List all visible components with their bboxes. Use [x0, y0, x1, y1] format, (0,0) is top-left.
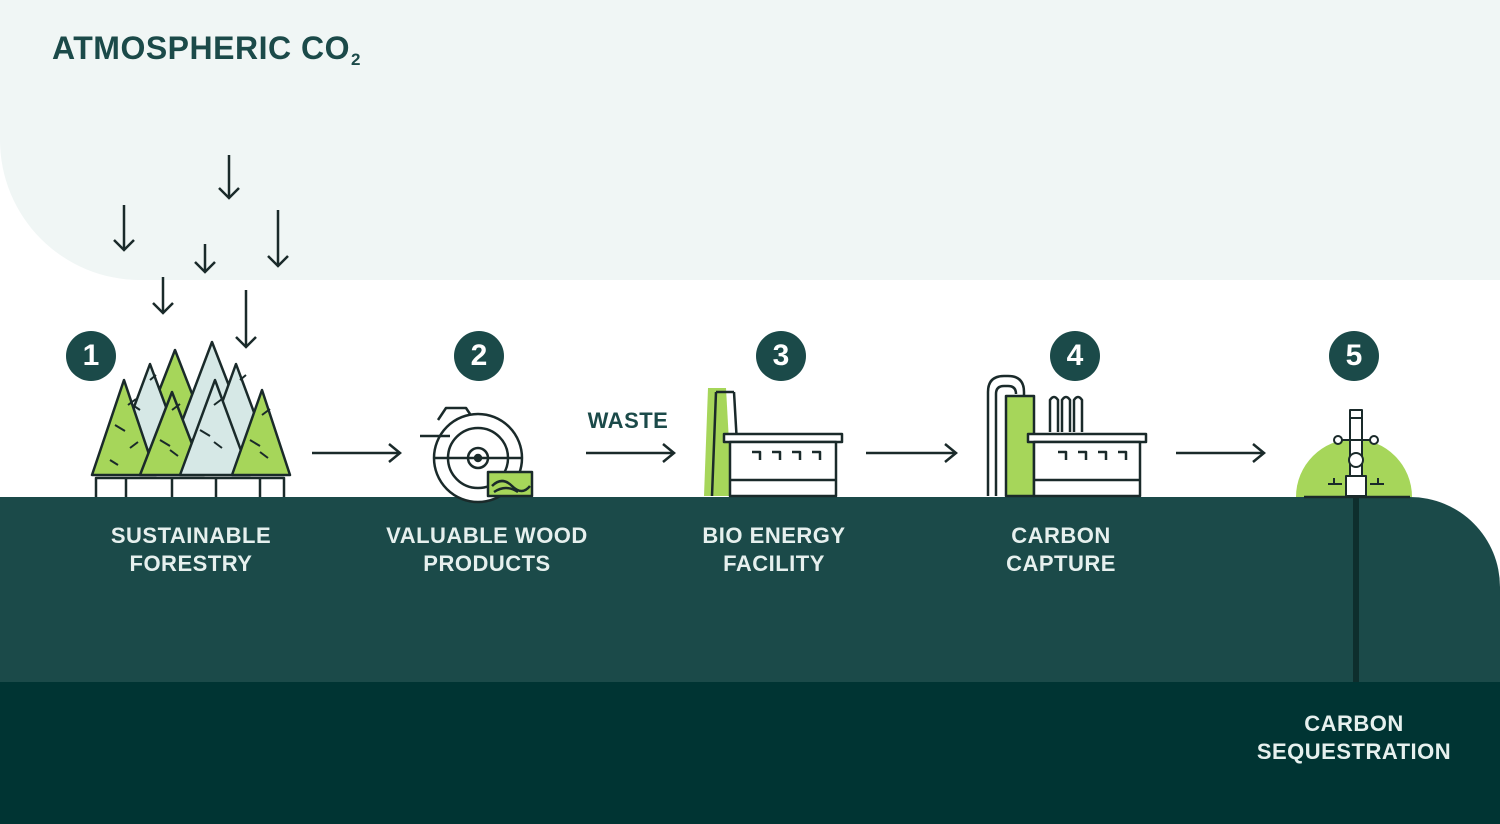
circular-saw-icon	[420, 406, 534, 504]
step-label-1-line-2: FORESTRY	[129, 551, 253, 576]
co2-arrow-icon	[194, 244, 216, 274]
step-badge-5: 5	[1329, 331, 1379, 381]
diagram-title: ATMOSPHERIC CO2	[52, 30, 361, 69]
co2-arrows	[113, 155, 289, 349]
ground-band	[0, 497, 1500, 682]
waste-label: WASTE	[587, 408, 669, 433]
step-label-2-line-2: PRODUCTS	[423, 551, 551, 576]
step-label-3: BIO ENERGY FACILITY	[624, 522, 924, 578]
step-label-5-line-2: SEQUESTRATION	[1256, 739, 1452, 764]
step-badge-1: 1	[66, 331, 116, 381]
co2-arrow-icon	[235, 290, 257, 349]
step-label-1: SUSTAINABLE FORESTRY	[41, 522, 341, 578]
step-badge-4: 4	[1050, 331, 1100, 381]
step-badge-2: 2	[454, 331, 504, 381]
forest-icon	[90, 340, 292, 497]
co2-arrow-icon	[152, 277, 174, 315]
step-label-3-line-1: BIO ENERGY	[702, 523, 846, 548]
step-label-4: CARBON CAPTURE	[911, 522, 1211, 578]
step-label-5: CARBON SEQUESTRATION	[1204, 710, 1500, 766]
step-label-5-line-1: CARBON	[1304, 711, 1404, 736]
step-label-4-line-2: CAPTURE	[1006, 551, 1116, 576]
step-label-2: VALUABLE WOOD PRODUCTS	[337, 522, 637, 578]
atmosphere-background	[0, 0, 1500, 280]
step-label-3-line-2: FACILITY	[723, 551, 825, 576]
carbon-capture-icon	[986, 374, 1148, 498]
bio-energy-facility-icon	[704, 388, 844, 498]
co2-arrow-icon	[113, 205, 135, 252]
step-badge-3: 3	[756, 331, 806, 381]
step-label-4-line-1: CARBON	[1011, 523, 1111, 548]
step-label-2-line-1: VALUABLE WOOD	[386, 523, 588, 548]
co2-arrow-icon	[218, 155, 240, 200]
co2-arrow-icon	[267, 210, 289, 268]
wellhead-icon	[1296, 409, 1412, 682]
step-label-1-line-1: SUSTAINABLE	[110, 523, 272, 548]
deep-ground-band	[0, 682, 1500, 824]
